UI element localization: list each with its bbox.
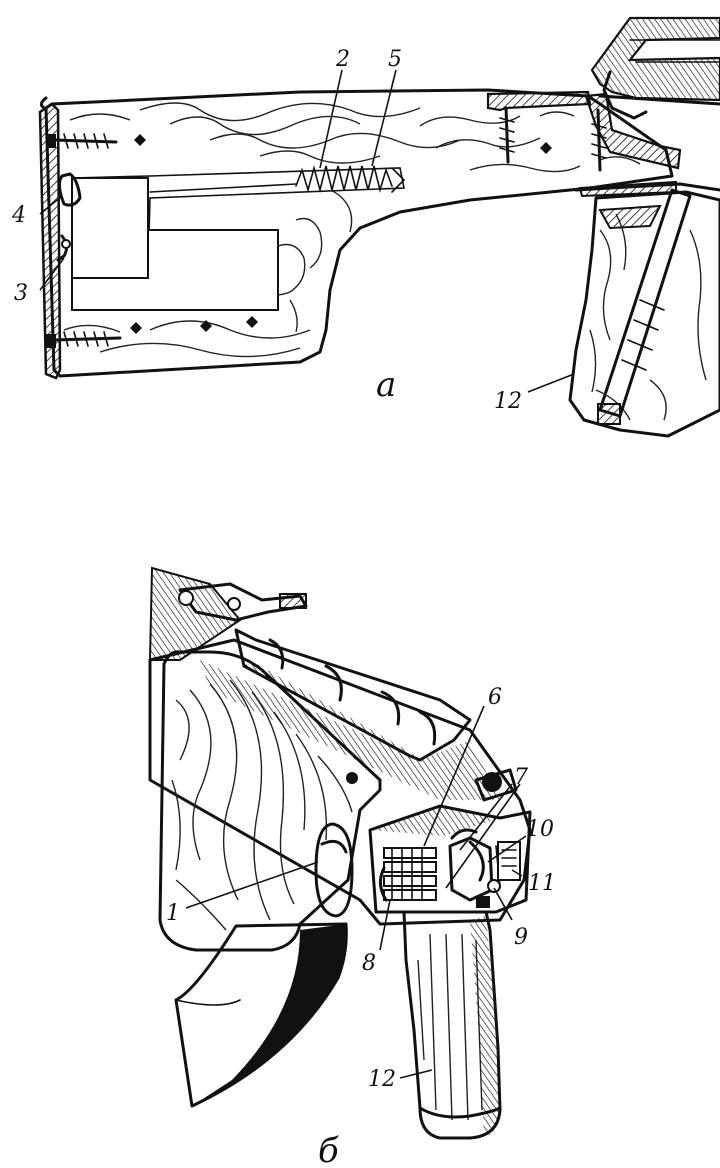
receiver-top <box>148 566 242 661</box>
selector-plates <box>379 847 437 902</box>
figure-a-stock-section: 2 5 4 3 12 а <box>11 16 720 438</box>
label-3: 3 <box>14 281 28 306</box>
trigger-parts <box>448 768 521 908</box>
label-12-b: 12 <box>368 1067 396 1092</box>
pistol-grip-a <box>568 190 720 438</box>
caption-a: а <box>376 365 396 405</box>
label-10: 10 <box>526 817 554 842</box>
rivet-marks <box>130 134 552 334</box>
label-9: 9 <box>514 925 528 950</box>
caption-b: б <box>318 1131 339 1168</box>
stock-outline <box>44 88 674 378</box>
receiver-body <box>148 638 532 926</box>
latch-4 <box>57 172 82 207</box>
label-2: 2 <box>335 47 350 72</box>
spring-5 <box>295 164 393 194</box>
gas-tube <box>234 628 472 762</box>
butt-plate <box>38 102 62 380</box>
grip-b-texture <box>417 933 483 1121</box>
butt-stock-wood-grain <box>171 679 353 931</box>
figure-b-perspective: 6 7 10 11 1 8 9 12 б <box>148 566 556 1168</box>
magazine-side <box>192 924 347 1106</box>
butt-screws <box>46 133 122 348</box>
label-11: 11 <box>528 871 556 896</box>
label-4: 4 <box>11 203 26 228</box>
label-7: 7 <box>514 765 528 790</box>
receiver-section <box>590 16 720 102</box>
label-1: 1 <box>166 901 180 926</box>
receiver-tang <box>486 90 592 112</box>
butt-stock-b <box>158 650 382 952</box>
label-6: 6 <box>488 685 502 710</box>
label-5: 5 <box>388 47 402 72</box>
label-8: 8 <box>362 951 376 976</box>
tang-bracket <box>584 92 682 170</box>
label-12-a: 12 <box>494 389 522 414</box>
sling-ring-1 <box>314 822 354 918</box>
